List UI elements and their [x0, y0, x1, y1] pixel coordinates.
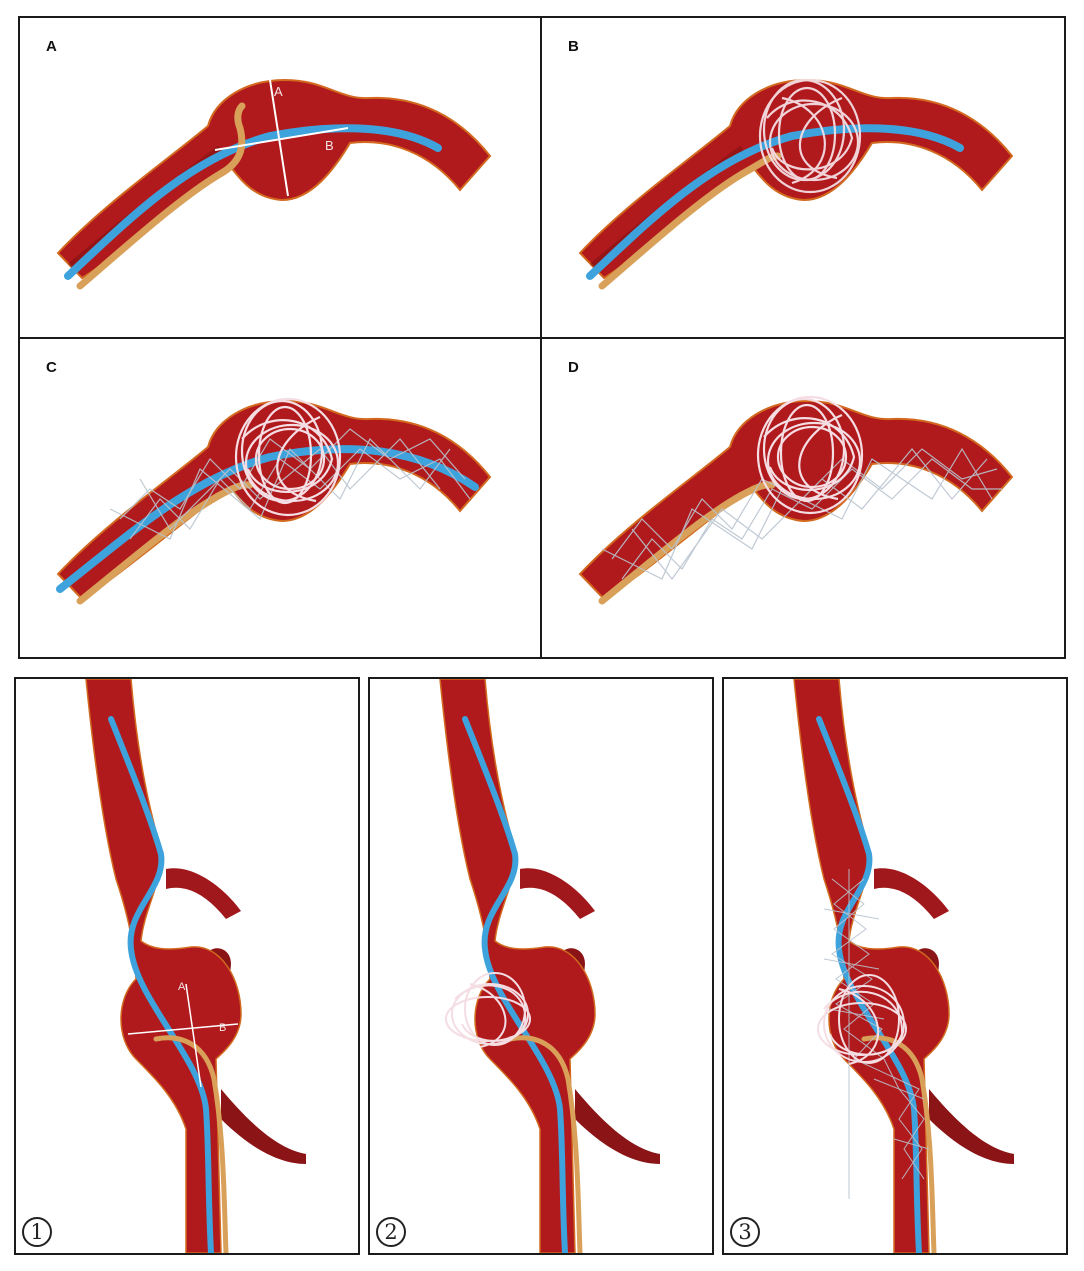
panel-1-illustration [85, 679, 306, 1253]
panel-d: D [540, 337, 1066, 659]
panel-d-illustration [578, 395, 1014, 605]
panel-3-illustration [793, 679, 1014, 1253]
panel-2: 2 [368, 677, 714, 1255]
microcatheter [153, 1035, 229, 1253]
panel-label: B [568, 38, 579, 55]
coil-mass [445, 972, 531, 1048]
guidewire [108, 716, 214, 1253]
branch-vessel-lower [929, 1089, 1014, 1164]
microcatheter [76, 102, 246, 290]
coil-mass [758, 78, 862, 194]
panel-a-illustration [56, 78, 492, 290]
measure-line-a [269, 79, 289, 197]
panel-label: A [46, 38, 57, 55]
vessel [439, 679, 596, 1253]
panel-b-illustration [578, 78, 1014, 290]
measure-line-a [185, 983, 202, 1088]
microcatheter [598, 481, 776, 605]
measure-marker-b: B [219, 1022, 227, 1034]
measure-line-b [214, 127, 349, 151]
panel-2-illustration [439, 679, 660, 1253]
coil-mass [756, 395, 864, 515]
coil-mass [234, 397, 342, 517]
panel-label: 3 [730, 1217, 760, 1247]
coil-mass [817, 974, 907, 1065]
guidewire [64, 124, 442, 280]
measure-line-b [127, 1023, 239, 1035]
branch-vessel-lower [575, 1089, 660, 1164]
panel-3: 3 [722, 677, 1068, 1255]
vessel [793, 679, 950, 1253]
measure-marker-a: A [178, 981, 186, 993]
microcatheter [76, 481, 254, 605]
branch-vessel [520, 868, 595, 919]
panel-c-illustration [56, 397, 492, 605]
panel-label: 2 [376, 1217, 406, 1247]
guidewire [56, 445, 479, 593]
branch-vessel [874, 868, 949, 919]
panel-1: A B 1 [14, 677, 360, 1255]
panel-label: C [46, 359, 57, 376]
guidewire [816, 716, 922, 1253]
branch-vessel-lower [221, 1089, 306, 1164]
microcatheter [598, 152, 782, 290]
panel-c: C [18, 337, 542, 659]
panel-label: D [568, 359, 579, 376]
microcatheter [507, 1035, 583, 1253]
guidewire [462, 716, 568, 1253]
vessel [85, 679, 242, 1253]
measure-marker-a: A [274, 84, 283, 99]
guidewire [586, 124, 964, 280]
stent-mesh [109, 428, 471, 540]
stent-mesh [823, 869, 930, 1199]
microcatheter [861, 1035, 937, 1253]
measure-marker-b: B [325, 138, 334, 153]
panel-b: B [540, 16, 1066, 339]
panel-a: A A B [18, 16, 542, 339]
panel-label: 1 [22, 1217, 52, 1247]
branch-vessel [166, 868, 241, 919]
